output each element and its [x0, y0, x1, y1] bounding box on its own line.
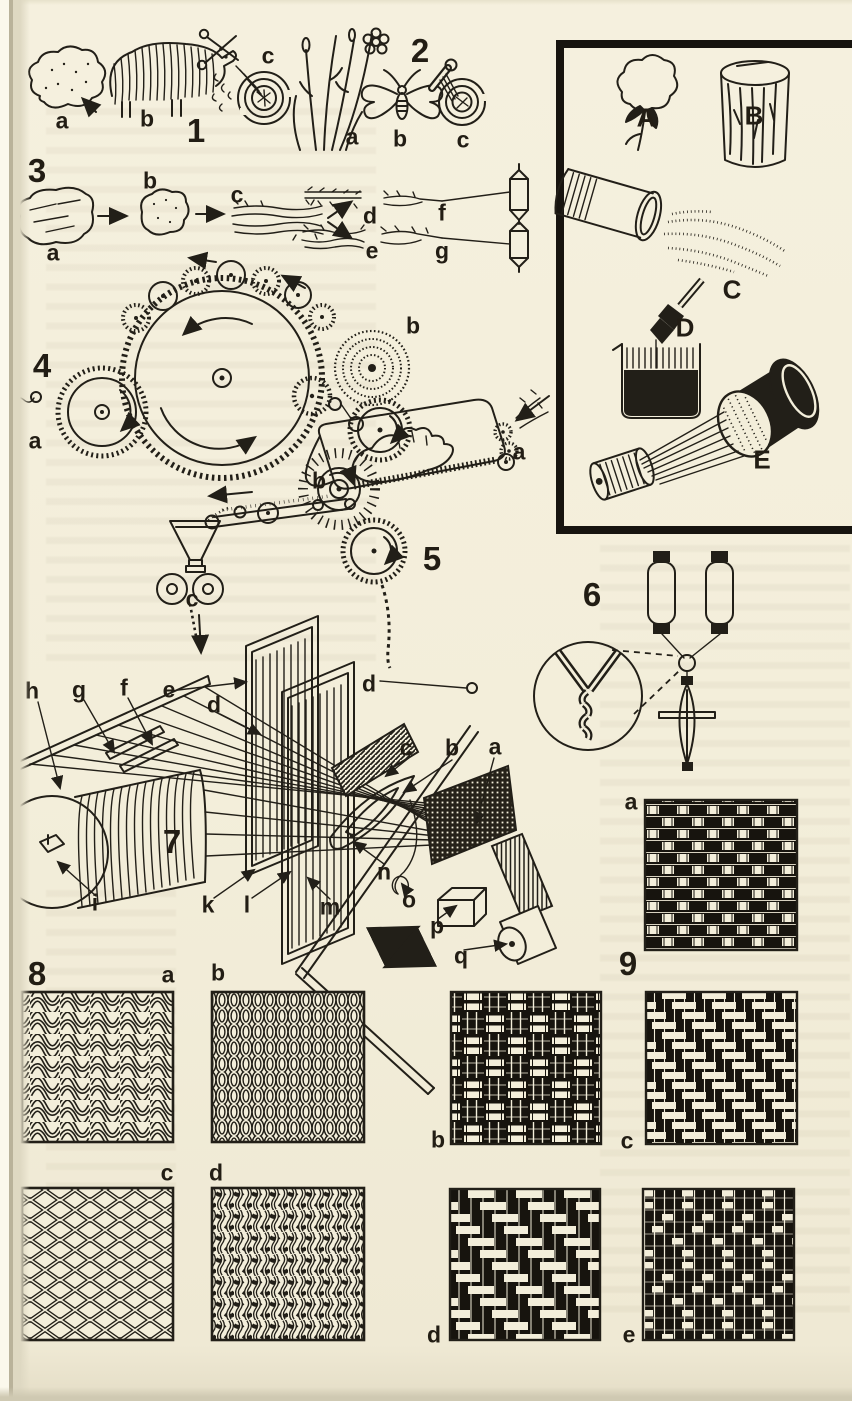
weave-pattern-9c — [644, 990, 799, 1146]
label-7i: i — [91, 889, 99, 916]
label-5c: c — [185, 585, 199, 612]
label-7q: q — [453, 942, 469, 969]
knit-pattern-8c — [20, 1186, 175, 1342]
weave-pattern-9d — [448, 1187, 602, 1342]
label-7a: a — [488, 733, 502, 760]
weave-pattern-9b — [449, 990, 603, 1146]
inset-box-synthetic-fibres — [554, 40, 852, 534]
fig6-yarn-twisting-diagram — [533, 551, 734, 771]
label-9a: a — [624, 788, 638, 815]
label-2c: c — [456, 126, 470, 153]
label-7d: d — [206, 691, 222, 718]
label-8d: d — [208, 1159, 224, 1186]
label-3e: e — [365, 237, 379, 264]
label-8c: c — [160, 1159, 174, 1186]
label-2a: a — [345, 123, 359, 150]
label-n1: 1 — [186, 111, 206, 149]
label-8a: a — [161, 961, 175, 988]
label-3f: f — [438, 199, 446, 226]
label-n6: 6 — [582, 575, 602, 613]
label-9d: d — [426, 1321, 442, 1348]
label-5b: b — [311, 467, 327, 494]
weave-pattern-9a — [643, 798, 799, 952]
label-7p: p — [429, 912, 445, 939]
label-n4: 4 — [32, 346, 52, 384]
page-gutter-edge — [0, 0, 30, 1401]
label-boxB: B — [744, 100, 764, 131]
label-3c: c — [230, 181, 244, 208]
label-9c: c — [620, 1127, 634, 1154]
label-2b: b — [392, 125, 408, 152]
fig1-animal-fibre-illustration — [28, 28, 292, 125]
label-7e: e — [162, 676, 176, 703]
label-boxA: A — [636, 102, 656, 133]
label-4a: a — [28, 427, 42, 454]
label-4b: b — [405, 312, 421, 339]
fig5-hand-carding-and-condenser — [156, 389, 550, 694]
label-boxE: E — [753, 444, 771, 475]
label-3a: a — [46, 239, 60, 266]
label-7n: n — [376, 858, 392, 885]
fig4-carding-machine-illustration — [11, 251, 411, 481]
fig8-knit-structure-swatches — [20, 990, 366, 1342]
fig9-weave-structure-swatches — [448, 798, 799, 1342]
label-7k: k — [201, 891, 215, 918]
label-3g: g — [434, 237, 450, 264]
page-bottom-edge — [0, 1387, 852, 1401]
label-1b: b — [139, 105, 155, 132]
label-3d: d — [362, 202, 378, 229]
label-7c: c — [399, 734, 413, 761]
label-7o: o — [401, 886, 417, 913]
fig7-loom-diagram — [0, 615, 557, 1095]
label-7b: b — [444, 734, 460, 761]
knit-pattern-8b — [210, 990, 366, 1144]
label-n7: 7 — [162, 822, 182, 860]
label-5d: d — [361, 670, 377, 697]
label-1c: c — [261, 42, 275, 69]
fig3-fibre-preparation-flow — [17, 163, 529, 273]
label-n2: 2 — [410, 31, 430, 69]
label-5a: a — [512, 438, 526, 465]
label-n5: 5 — [422, 539, 442, 577]
label-8b: b — [210, 959, 226, 986]
fig2-plant-and-silk-fibre-illustration — [292, 27, 487, 151]
label-9b: b — [430, 1126, 446, 1153]
label-boxC: C — [722, 274, 742, 305]
label-7g: g — [71, 676, 87, 703]
weave-pattern-9e — [641, 1187, 796, 1342]
label-7f: f — [120, 674, 128, 701]
label-7m: m — [319, 893, 341, 920]
label-7l: l — [243, 891, 251, 918]
label-n9: 9 — [618, 944, 638, 982]
label-1a: a — [55, 107, 69, 134]
label-3b: b — [142, 167, 158, 194]
label-boxD: D — [675, 312, 695, 343]
label-n3: 3 — [27, 151, 47, 189]
knit-pattern-8d — [210, 1186, 366, 1342]
page-top-edge — [0, 0, 852, 5]
label-n8: 8 — [27, 954, 47, 992]
label-9e: e — [622, 1321, 636, 1348]
